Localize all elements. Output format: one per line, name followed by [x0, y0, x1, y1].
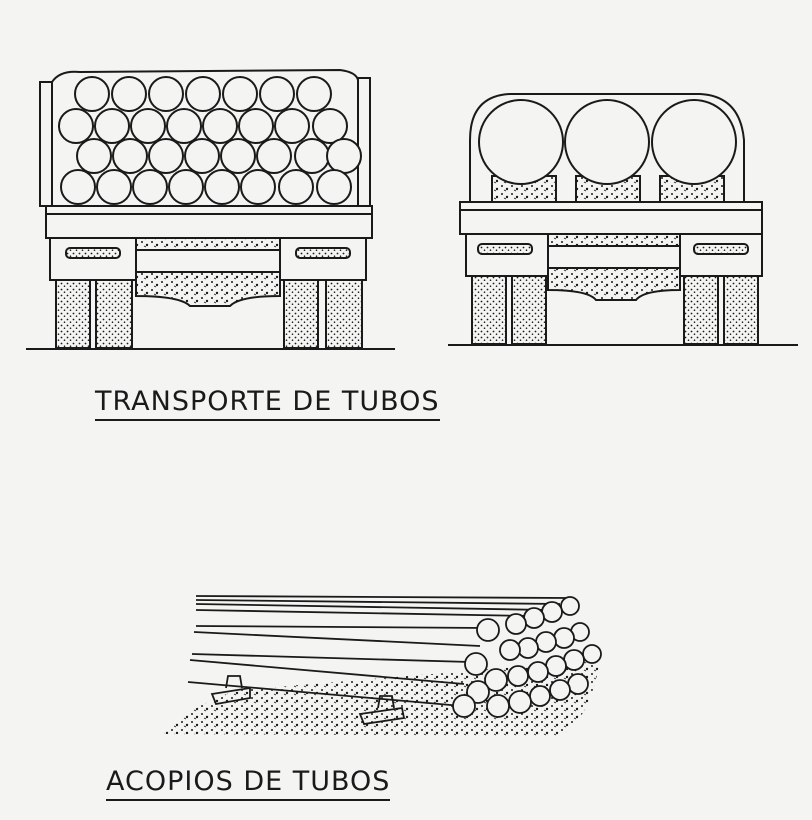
- small-pipe: [316, 169, 352, 205]
- axle: [547, 267, 681, 301]
- pipe-end: [560, 596, 580, 616]
- right-stake: [357, 77, 371, 207]
- truck-deck: [45, 205, 373, 239]
- pipe-end: [508, 690, 532, 714]
- small-pipe: [58, 108, 94, 144]
- load-strap: [469, 93, 745, 202]
- pipe-end: [452, 694, 476, 718]
- truck-deck: [459, 201, 763, 235]
- small-pipe: [204, 169, 240, 205]
- pipe-end: [541, 601, 563, 623]
- pipe-end: [582, 644, 602, 664]
- small-pipe: [148, 76, 184, 112]
- small-pipe: [76, 138, 112, 174]
- small-pipe: [185, 76, 221, 112]
- small-pipe: [74, 76, 110, 112]
- pipe-end: [527, 661, 549, 683]
- pipe-end: [535, 631, 557, 653]
- pipe-end: [563, 649, 585, 671]
- small-pipe: [238, 108, 274, 144]
- left-tyre-inner: [95, 279, 133, 349]
- left-tyre-outer: [55, 279, 91, 349]
- small-pipe: [259, 76, 295, 112]
- pipe-end: [529, 685, 551, 707]
- left-tyre-outer: [471, 275, 507, 345]
- right-tyre-outer: [723, 275, 759, 345]
- small-pipe: [222, 76, 258, 112]
- axle: [135, 271, 281, 307]
- center-chassis: [547, 233, 681, 247]
- pipe-stockpile: [160, 595, 602, 736]
- right-tyre-inner: [283, 279, 319, 349]
- right-sleeper: [358, 695, 406, 725]
- small-pipe: [294, 138, 330, 174]
- small-pipe: [240, 169, 276, 205]
- pipe-end-stack: [452, 596, 602, 718]
- large-pipe-2: [564, 99, 650, 185]
- pipe-end: [545, 655, 567, 677]
- pipe-end: [484, 668, 508, 692]
- left-light: [65, 247, 121, 259]
- pipe-end: [523, 607, 545, 629]
- pipe-length-lines: [187, 595, 571, 707]
- pipe-end: [507, 665, 529, 687]
- small-pipe: [202, 108, 238, 144]
- center-chassis: [135, 237, 281, 251]
- right-light: [295, 247, 351, 259]
- small-pipe: [111, 76, 147, 112]
- right-light: [693, 243, 749, 255]
- small-pipe: [168, 169, 204, 205]
- pipe-end: [517, 637, 539, 659]
- small-pipe: [184, 138, 220, 174]
- small-pipe: [96, 169, 132, 205]
- small-pipe: [94, 108, 130, 144]
- small-pipe: [132, 169, 168, 205]
- pipe-end: [466, 680, 490, 704]
- pipe-end: [567, 673, 589, 695]
- small-pipe: [220, 138, 256, 174]
- stockpile-caption: ACOPIOS DE TUBOS: [106, 766, 391, 801]
- pipe-end: [464, 652, 488, 676]
- pipe-end: [549, 679, 571, 701]
- left-stake: [39, 81, 53, 207]
- small-pipe: [312, 108, 348, 144]
- left-sleeper: [210, 675, 251, 706]
- right-tyre-outer: [325, 279, 363, 349]
- small-pipe: [112, 138, 148, 174]
- small-pipe: [256, 138, 292, 174]
- small-pipe: [166, 108, 202, 144]
- pipe-end: [486, 694, 510, 718]
- small-pipe: [60, 169, 96, 205]
- load-top-outline: [51, 68, 359, 83]
- truck-small-pipes: [26, 68, 395, 350]
- small-pipe: [274, 108, 310, 144]
- small-pipe: [326, 138, 362, 174]
- pipe-end: [476, 618, 500, 642]
- small-pipe: [130, 108, 166, 144]
- small-pipe: [148, 138, 184, 174]
- left-light: [477, 243, 533, 255]
- pipe-end: [505, 613, 527, 635]
- large-pipe-3: [651, 99, 737, 185]
- small-pipe: [278, 169, 314, 205]
- small-pipe-bundle: [58, 76, 362, 205]
- large-pipe-1: [478, 99, 564, 185]
- pipe-end: [553, 627, 575, 649]
- right-tyre-inner: [683, 275, 719, 345]
- pipe-end: [499, 639, 521, 661]
- small-pipe: [296, 76, 332, 112]
- left-tyre-inner: [511, 275, 547, 345]
- truck-large-pipes: [448, 93, 798, 346]
- transport-caption: TRANSPORTE DE TUBOS: [95, 386, 440, 421]
